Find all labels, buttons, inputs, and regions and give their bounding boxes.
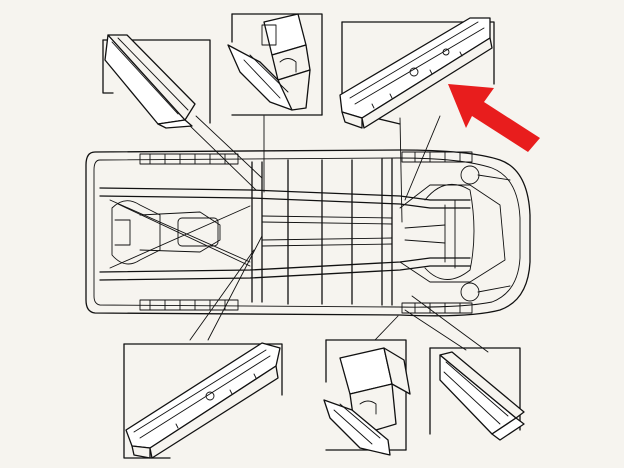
red-arrow-icon [448, 84, 540, 152]
front-left-corner-panel-callout [102, 34, 211, 129]
bottom-center-box-section-callout [323, 339, 411, 456]
top-center-box-section-callout [227, 13, 323, 116]
leader-lines [185, 115, 489, 353]
vehicle-underbody [85, 149, 531, 317]
top-right-longitudinal-rail-callout [339, 17, 495, 129]
bottom-left-longitudinal-rail-callout [123, 342, 283, 459]
bottom-right-corner-panel-callout [429, 347, 525, 441]
